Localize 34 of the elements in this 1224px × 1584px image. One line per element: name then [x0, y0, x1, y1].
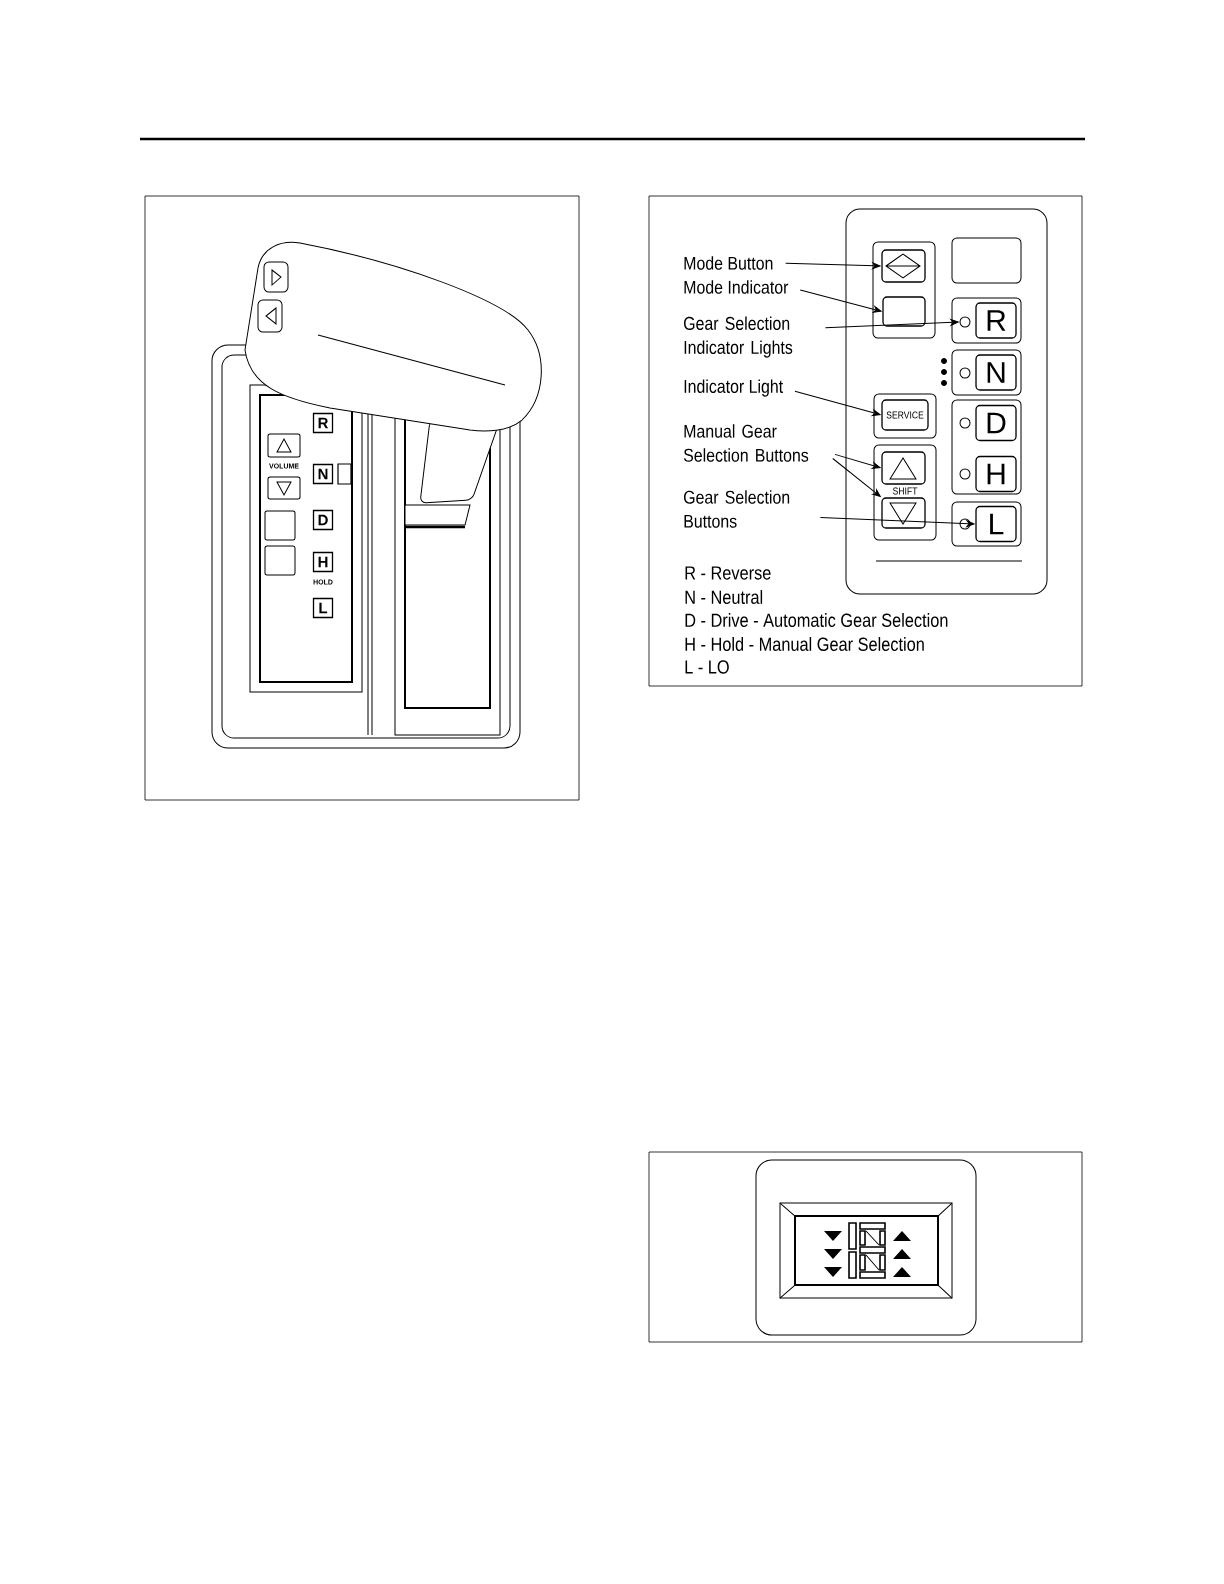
gear-button: L — [975, 505, 1017, 543]
callout-text: Gear Selection Indicator Lights — [684, 316, 793, 358]
shift-down-button — [881, 497, 926, 529]
gear-key: H — [312, 551, 334, 573]
gear-button: H — [975, 455, 1017, 493]
callout-text: Mode Indicator — [684, 280, 789, 294]
gear-button: R — [975, 302, 1017, 339]
legend-text: L - LO — [685, 660, 729, 674]
leader-line — [819, 517, 975, 527]
gear-key: R — [312, 412, 334, 434]
callout-text: Manual Gear Selection Buttons — [683, 424, 809, 462]
leader-line — [785, 262, 881, 270]
gear-key: N — [312, 463, 334, 485]
leader-line — [794, 390, 881, 416]
leader-line — [832, 458, 881, 497]
shift-up-button — [881, 451, 926, 485]
leader-line — [799, 289, 882, 313]
gear-key: D — [312, 509, 334, 531]
service-button: SERVICE — [881, 399, 929, 431]
leader-line — [824, 319, 959, 329]
legend-text: R - Reverse — [685, 566, 771, 580]
key-label: SHIFT — [893, 487, 918, 495]
legend-text: N - Neutral — [685, 590, 763, 604]
indicator-light — [959, 316, 971, 328]
leader-line — [834, 453, 881, 469]
callout-text: Mode Button — [684, 256, 773, 270]
gear-button: N — [975, 354, 1017, 391]
callout-text: Gear Selection Buttons — [684, 490, 790, 528]
legend-text: H - Hold - Manual Gear Selection — [685, 637, 924, 651]
gear-key: L — [312, 597, 334, 619]
mode-indicator — [882, 296, 926, 327]
gear-button: D — [975, 404, 1017, 442]
callout-text: Indicator Light — [684, 379, 783, 397]
legend-text: D - Drive - Automatic Gear Selection — [685, 613, 948, 627]
